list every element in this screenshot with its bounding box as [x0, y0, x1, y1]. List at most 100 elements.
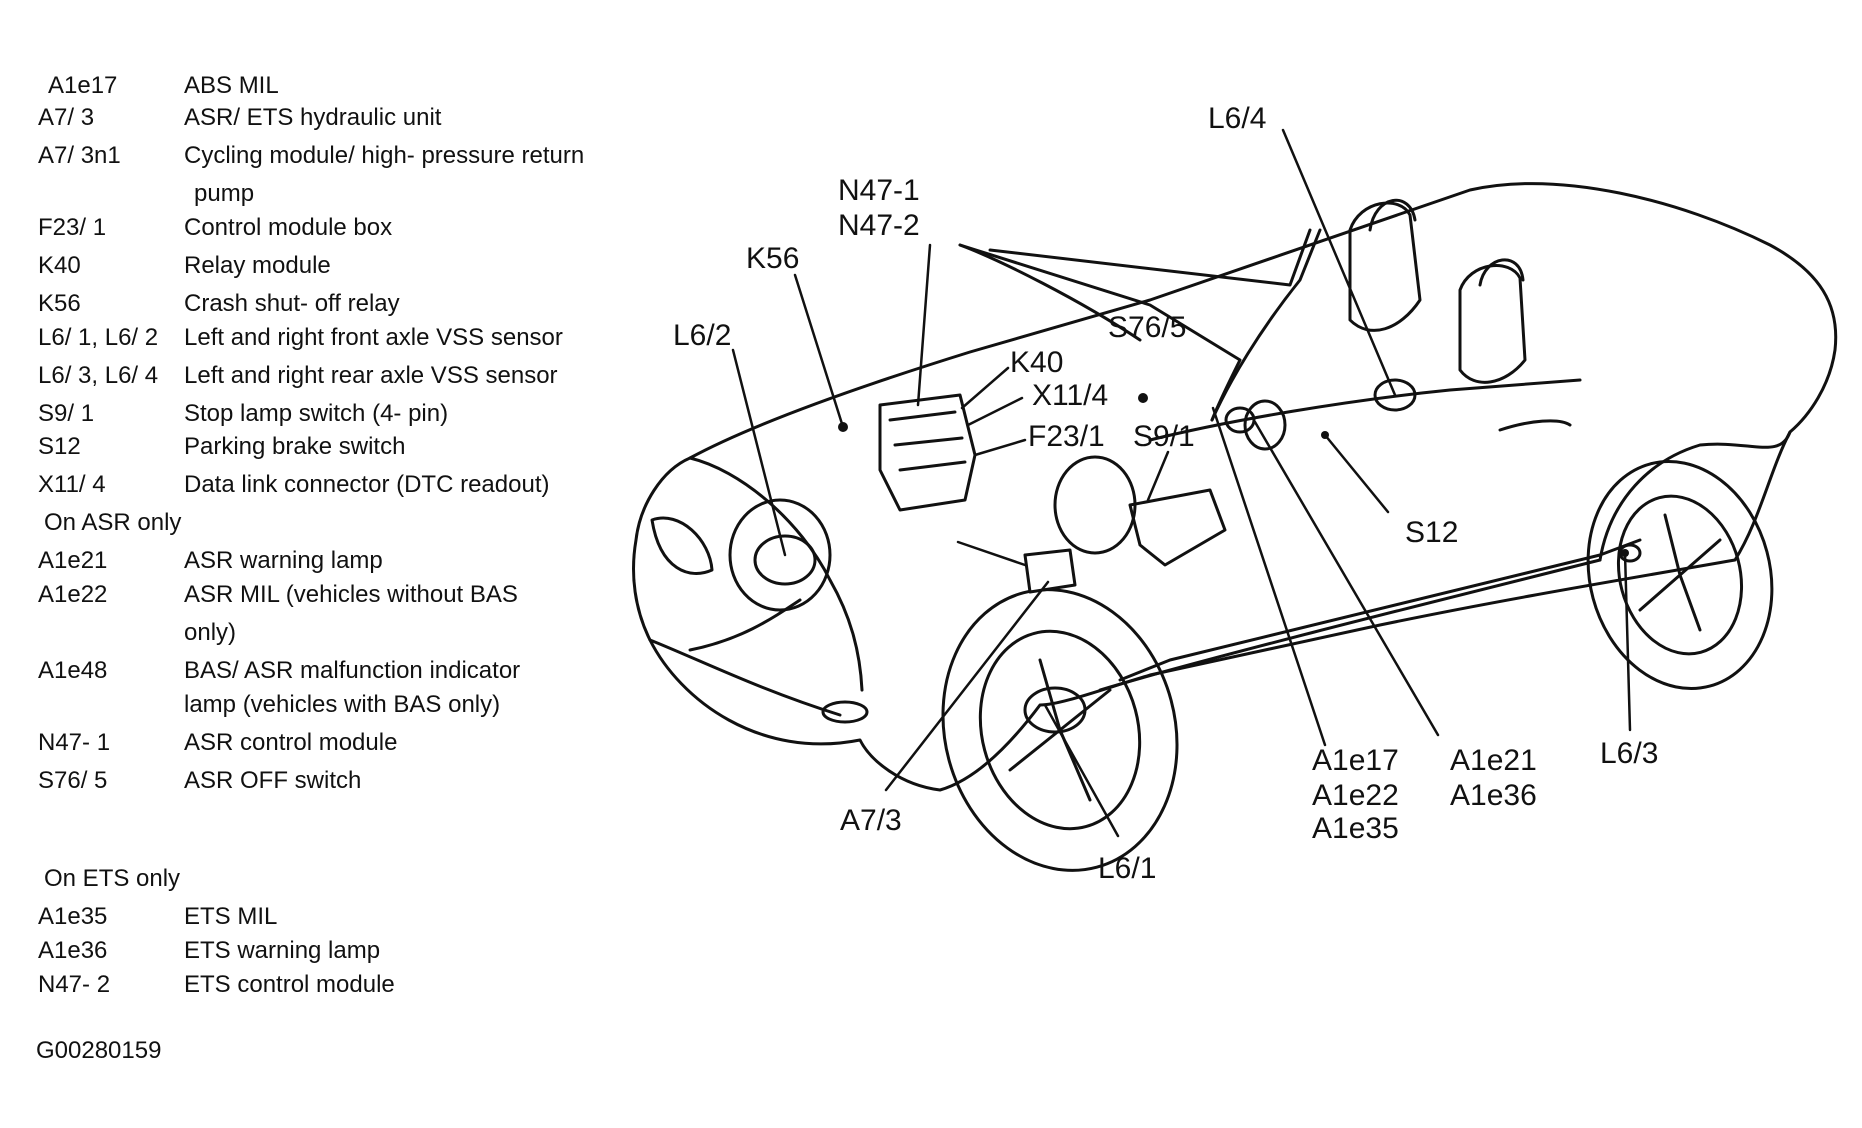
front-right-sensor — [753, 534, 817, 586]
legend-code: S12 — [38, 433, 81, 460]
rear-left-sensor — [1618, 543, 1642, 563]
seat-right — [1458, 264, 1527, 384]
a-pillar — [1210, 228, 1322, 422]
front-wheel-tire — [941, 588, 1179, 872]
leader-l64 — [1281, 128, 1397, 397]
legend-code: L6/ 3, L6/ 4 — [38, 362, 159, 389]
legend-code: A1e48 — [38, 657, 108, 684]
legend-code: A7/ 3 — [38, 104, 95, 131]
legend-desc: ASR MIL (vehicles without BAS — [184, 581, 518, 608]
bumper-line — [688, 598, 802, 652]
rear-wheel-rim — [1616, 494, 1744, 656]
legend-code: N47- 1 — [38, 729, 111, 756]
legend-code: A1e35 — [38, 903, 108, 930]
legend-desc: Parking brake switch — [184, 433, 406, 460]
leader-s91 — [1146, 450, 1170, 502]
leader-l61 — [1043, 703, 1120, 838]
rear-right-sensor — [1373, 378, 1417, 412]
front-bumper — [648, 638, 842, 717]
legend-code: S76/ 5 — [38, 767, 108, 794]
front-wheel-rim — [978, 629, 1142, 831]
legend-desc: ASR/ ETS hydraulic unit — [184, 104, 442, 131]
legend-desc: only) — [184, 619, 237, 646]
callout-s91: S9/1 — [1133, 420, 1195, 453]
windshield-glass — [988, 228, 1312, 287]
leader-a1e21 — [1253, 420, 1440, 737]
legend-desc: Crash shut- off relay — [184, 290, 400, 317]
legend-code: A1e22 — [38, 581, 108, 608]
ets-section-heading: On ETS only — [44, 865, 181, 892]
leader-dot-l63 — [1621, 549, 1629, 557]
legend-desc: ABS MIL — [184, 72, 279, 99]
callout-k56: K56 — [746, 242, 799, 275]
headlight — [650, 516, 714, 575]
rear-wheel-tire — [1586, 460, 1774, 690]
instrument-cluster — [1224, 406, 1256, 434]
callout-a73: A7/3 — [840, 804, 902, 837]
stop-lamp-switch — [1128, 488, 1227, 567]
fog-lamp — [821, 700, 869, 724]
callout-l61: L6/1 — [1098, 852, 1156, 885]
legend-code: A1e17 — [48, 72, 118, 99]
instrument-cluster-ring — [1243, 399, 1287, 451]
callout-f231: F23/1 — [1028, 420, 1105, 453]
leader-k40 — [960, 366, 1010, 410]
callout-k40: K40 — [1010, 346, 1063, 379]
component-legend: A1e17 ABS MIL A7/ 3 ASR/ ETS hydraulic u… — [0, 0, 620, 1128]
legend-code: A7/ 3n1 — [38, 142, 121, 169]
left-front-hub — [728, 498, 832, 612]
legend-code: X11/ 4 — [38, 471, 106, 498]
brake-booster — [1053, 455, 1137, 555]
leader-dot-s12 — [1321, 431, 1329, 439]
callout-s765: S76/5 — [1108, 311, 1186, 344]
leader-a73 — [884, 580, 1050, 792]
callout-n471: N47-1 — [838, 174, 920, 207]
legend-code: F23/ 1 — [38, 214, 107, 241]
legend-code: N47- 2 — [38, 971, 111, 998]
callout-l62: L6/2 — [673, 319, 731, 352]
legend-desc: ASR warning lamp — [184, 547, 383, 574]
leader-k56 — [793, 273, 845, 429]
legend-code: K40 — [38, 252, 81, 279]
sill-line — [1118, 538, 1642, 682]
legend-desc: Data link connector (DTC readout) — [184, 471, 550, 498]
leader-a73-hook — [956, 540, 1027, 567]
legend-desc: BAS/ ASR malfunction indicator — [184, 657, 521, 684]
leader-n47 — [916, 243, 932, 407]
door-lower — [1098, 558, 1602, 692]
callout-a1e21: A1e21 — [1450, 744, 1537, 777]
legend-code: A1e36 — [38, 937, 108, 964]
legend-desc: pump — [194, 180, 255, 207]
legend-desc: Cycling module/ high- pressure return — [184, 142, 585, 169]
leader-s12 — [1323, 433, 1390, 514]
legend-desc: Relay module — [184, 252, 331, 279]
asr-section-heading: On ASR only — [44, 509, 182, 536]
legend-desc: ETS warning lamp — [184, 937, 381, 964]
legend-code: S9/ 1 — [38, 400, 95, 427]
legend-desc: ETS control module — [184, 971, 395, 998]
callout-n472: N47-2 — [838, 209, 920, 242]
legend-code: A1e21 — [38, 547, 108, 574]
legend-desc: Stop lamp switch (4- pin) — [184, 400, 449, 427]
rollbar-right — [1478, 258, 1525, 287]
leader-a1e17 — [1211, 406, 1327, 747]
legend-desc: Left and right rear axle VSS sensor — [184, 362, 558, 389]
rear-fender — [1598, 430, 1792, 562]
door-handle — [1498, 419, 1572, 432]
legend-desc: lamp (vehicles with BAS only) — [184, 691, 501, 718]
leader-f231 — [973, 438, 1027, 457]
front-left-sensor — [1023, 686, 1087, 734]
leader-dot-s765 — [1138, 393, 1148, 403]
legend-desc: ASR OFF switch — [184, 767, 362, 794]
rear-wheel-spokes — [1638, 513, 1722, 632]
legend-desc: Left and right front axle VSS sensor — [184, 324, 563, 351]
relay-module-detail — [888, 410, 967, 472]
figure-id: G00280159 — [36, 1037, 162, 1064]
hydraulic-unit — [1023, 548, 1077, 594]
leader-dot-k56 — [838, 422, 848, 432]
legend-code: L6/ 1, L6/ 2 — [38, 324, 159, 351]
legend-desc: Control module box — [184, 214, 393, 241]
callout-x114: X11/4 — [1032, 379, 1108, 412]
leader-l62 — [731, 348, 787, 557]
